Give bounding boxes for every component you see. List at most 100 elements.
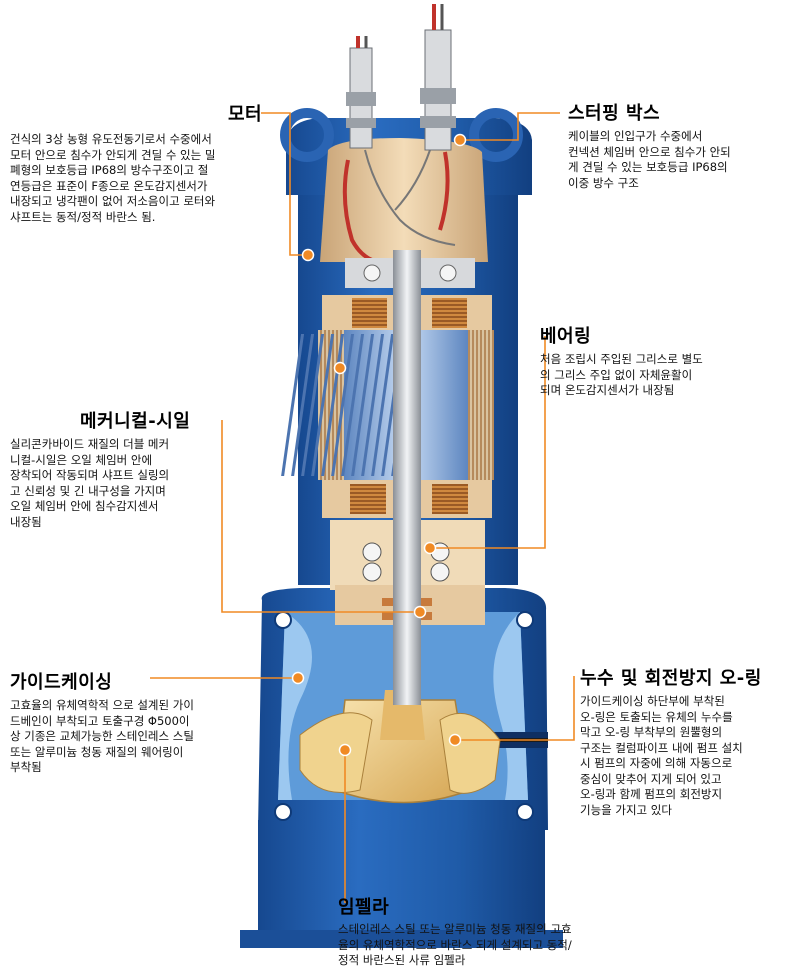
cable-red [342,159,373,262]
lower-bearing-ball [362,562,382,582]
callout-desc-line: 오일 체임버 안에 침수감지센서 [10,499,159,513]
callout-desc-line: 구조는 컬럼파이프 내에 펌프 설치 [580,740,743,755]
leader-line [221,420,420,613]
callout-desc-line: 부착됨 [10,760,42,774]
callout-title: 스터핑 박스 [568,103,661,124]
callout-desc-line: 연등급은 표준이 F종으로 온도감지센서가 [10,178,208,193]
callout-desc-line: 고 신뢰성 및 긴 내구성을 가지며 [10,483,166,498]
leader-line [455,676,575,741]
casing-bolt [516,611,534,629]
rotor-bar [331,334,355,476]
leader-dot [301,248,315,262]
callout-desc-line: 케이블의 인입구가 수중에서 [568,129,703,143]
cable-red [438,151,450,231]
stuffing-box-right [420,4,456,151]
leader-dot [423,541,437,555]
callout-desc-line: 폐형의 보호등급 IP68의 방수구조이고 절 [10,163,209,177]
cable-grey [394,149,431,211]
lower-bearing-ball [430,562,450,582]
rotor-bar [281,334,305,476]
upper-bearing-ball [363,264,381,282]
casing-bolt [274,611,292,629]
stuffing-box-left [346,36,376,149]
leader-lines [150,112,575,903]
callout-desc-line: 되며 온도감지센서가 내장됨 [540,383,675,397]
callout-desc-line: 이중 방수 구조 [568,175,639,190]
guide-vane [278,612,312,800]
callout-desc-line: 실리콘카바이드 재질의 더블 메커 [10,437,170,451]
callout-desc-line: 율의 유체역학적으로 바란스 되게 설계되고 동적/ [338,937,572,952]
callout-title: 누수 및 회전방지 오-링 [580,668,762,689]
callout-desc-line: 장착되어 작동되며 샤프트 실링의 [10,468,170,482]
rotor-bar [311,334,335,476]
leader-dot [413,605,427,619]
callout-desc-line: 니컬-시일은 오일 체임버 안에 [10,452,153,467]
leader-line [261,112,308,256]
rotor-bar [361,334,385,476]
rotor-bar [301,334,325,476]
callout-desc-line: 오-링은 토출되는 유체의 누수를 [580,709,733,724]
callout-desc-line: 처음 조립시 주입된 그리스로 별도 [540,352,703,366]
pump-base [258,820,545,945]
callout-desc-line: 샤프트는 동적/정적 바란스 됨. [10,209,156,224]
upper-bearing-ball [439,264,457,282]
callout-desc-line: 스테인레스 스틸 또는 알루미늄 청동 재질의 고효 [338,922,572,936]
leader-dot [448,733,462,747]
winding-top-right [432,298,467,328]
callout-title: 임펠라 [338,897,390,918]
callout-desc-line: 정적 바란스된 사류 임펠라 [338,953,466,967]
callout-desc-line: 또는 알루미늄 청동 재질의 웨어링이 [10,744,184,759]
lower-bearing-ball [362,542,382,562]
callout-desc-line: 의 그리스 주입 없이 자체윤활이 [540,367,693,382]
casing-bolt [516,803,534,821]
callout-title: 가이드케이싱 [10,672,113,693]
callout-title: 베어링 [540,326,592,347]
callout-desc-line: 오-링과 함께 펌프의 회전방지 [580,787,723,801]
stator-core-right [468,330,494,480]
base-flange [240,930,563,948]
winding-bottom-right [432,484,468,514]
cable-grey [364,149,456,246]
callout-desc-line: 시 펌프의 자중에 의해 자동으로 [580,756,733,770]
impeller-blade [439,712,501,794]
callout-desc-line: 드베인이 부착되고 토출구경 Φ500이 [10,713,190,728]
winding-bottom-left [350,484,386,514]
callout-desc-line: 상 기종은 교체가능한 스테인레스 스틸 [10,729,194,743]
leader-dot [453,133,467,147]
callout-desc-line: 건식의 3상 농형 유도전동기로서 수중에서 [10,132,212,146]
rotor-bar [291,334,315,476]
callout-desc-line: 가이드케이싱 하단부에 부착된 [580,694,725,708]
callout-desc-line: 내장되고 냉각팬이 없어 저소음이고 로터와 [10,194,216,208]
casing-bolt [274,803,292,821]
leader-dot [333,361,347,375]
leader-line [430,336,546,549]
callout-desc-line: 게 견딜 수 있는 보호등급 IP68의 [568,160,728,174]
callout-desc-line: 기능을 가지고 있다 [580,802,672,817]
callout-desc-line: 고효율의 유체역학적 으로 설계된 가이 [10,698,194,712]
rotor-bar [371,334,395,476]
callout-desc-line: 내장됨 [10,514,42,529]
callout-desc-line: 중심이 맞추어 지게 되어 있고 [580,771,722,786]
shaft [393,250,421,705]
callout-title: 메커니컬-시일 [80,411,191,432]
rotor-bar [351,334,375,476]
lifting-eye-left [280,108,334,162]
impeller-blade [299,712,373,793]
callout-desc-line: 컨넥션 체임버 안으로 침수가 안되 [568,144,731,159]
callout-desc-line: 모터 안으로 침수가 안되게 견딜 수 있는 밀 [10,147,216,162]
leader-dot [291,671,305,685]
